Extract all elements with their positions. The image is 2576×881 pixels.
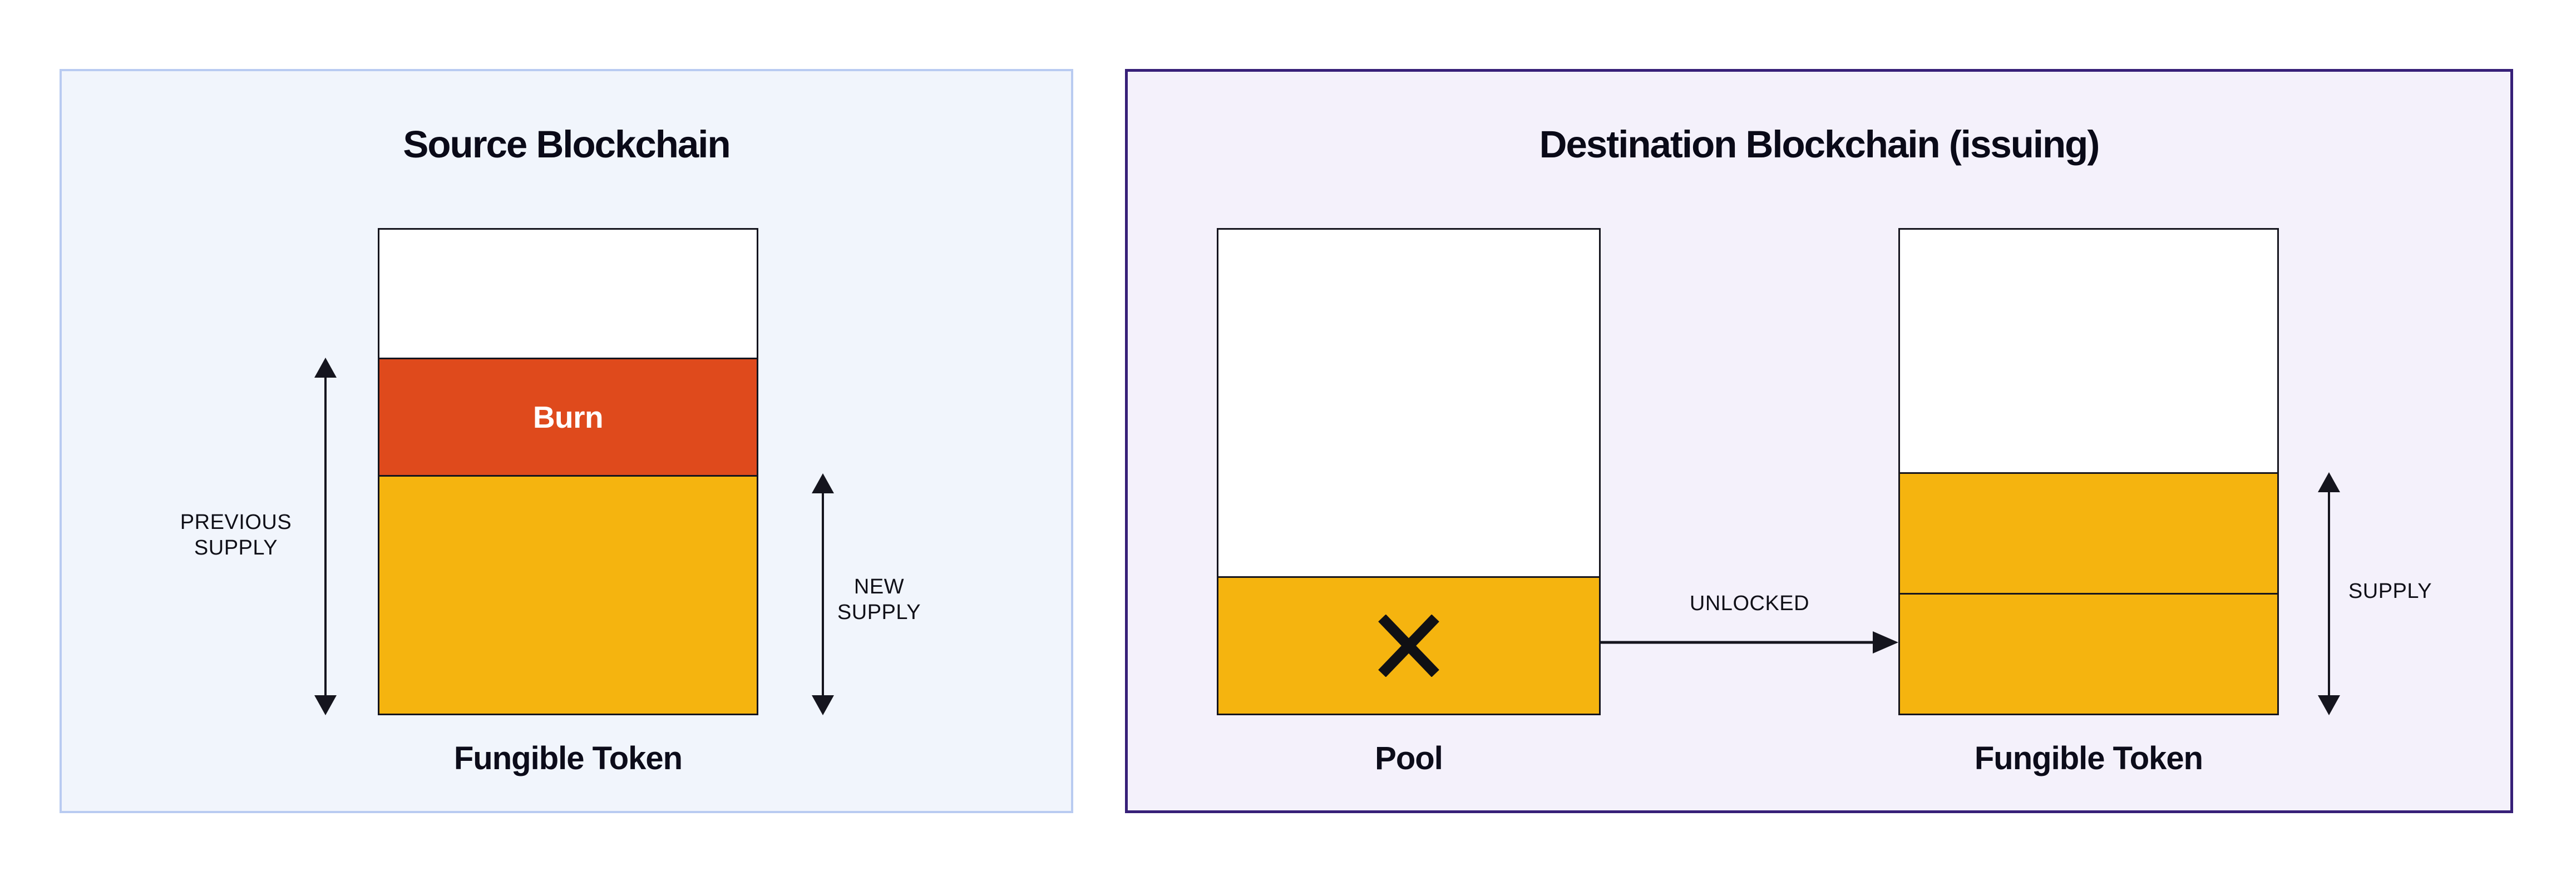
previous-supply-label: PREVIOUS SUPPLY bbox=[180, 511, 292, 560]
source-bar-empty-segment bbox=[379, 230, 757, 358]
burn-label: Burn bbox=[532, 400, 604, 434]
pool-bar bbox=[1217, 228, 1601, 715]
unlocked-arrow-icon bbox=[1601, 630, 1898, 655]
destination-bar-supply-segment-top bbox=[1900, 472, 2277, 593]
destination-token-bar bbox=[1898, 228, 2279, 715]
destination-bar-supply-segment-bottom bbox=[1900, 593, 2277, 714]
pool-bar-caption: Pool bbox=[1375, 740, 1443, 776]
cross-icon bbox=[1378, 615, 1439, 677]
supply-label: SUPPLY bbox=[2348, 580, 2432, 603]
new-supply-arrow-icon bbox=[812, 473, 834, 715]
destination-bar-caption: Fungible Token bbox=[1974, 740, 2203, 776]
source-panel-title: Source Blockchain bbox=[403, 123, 731, 166]
source-bar-supply-segment bbox=[379, 477, 757, 714]
pool-bar-empty-segment bbox=[1218, 230, 1599, 576]
source-bar-caption: Fungible Token bbox=[453, 740, 683, 776]
pool-bar-locked-segment bbox=[1218, 576, 1599, 714]
destination-bar-empty-segment bbox=[1900, 230, 2277, 472]
supply-arrow-icon bbox=[2318, 472, 2340, 715]
previous-supply-arrow-icon bbox=[314, 358, 337, 715]
new-supply-label: NEW SUPPLY bbox=[837, 575, 921, 624]
unlocked-label: UNLOCKED bbox=[1689, 592, 1810, 615]
source-bar-burn-segment: Burn bbox=[379, 358, 757, 477]
source-token-bar: Burn bbox=[378, 228, 758, 715]
destination-panel-title: Destination Blockchain (issuing) bbox=[1539, 123, 2100, 166]
